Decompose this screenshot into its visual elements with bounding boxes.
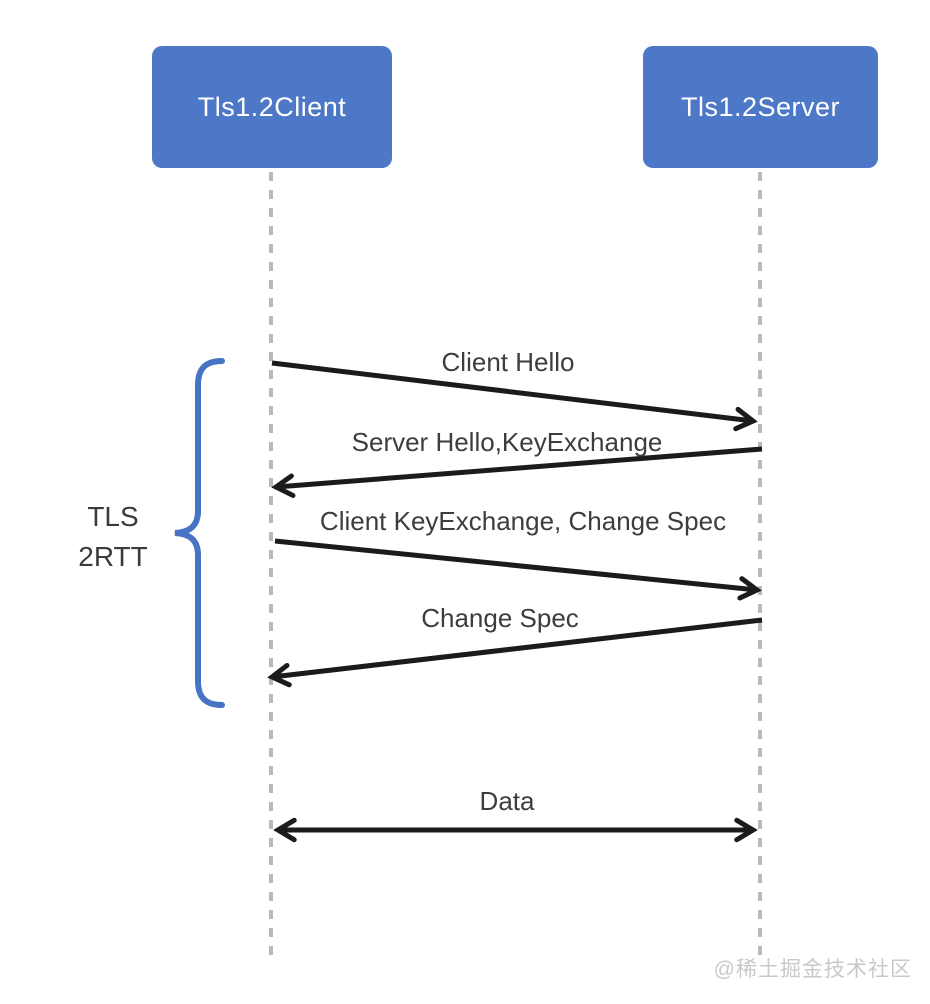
actor-box-server: Tls1.2Server xyxy=(643,46,878,168)
arrow-change-spec xyxy=(272,617,763,677)
message-label-server-hello-keyexchange: Server Hello,KeyExchange xyxy=(351,427,663,457)
message-label-change-spec: Change Spec xyxy=(421,603,579,633)
message-label-client-keyexchange-change-spec: Client KeyExchange, Change Spec xyxy=(319,506,727,536)
brace-annotation-tls-2rtt: TLS 2RTT xyxy=(58,497,168,577)
watermark-text: @稀土掘金技术社区 xyxy=(713,958,912,981)
brace-annotation-line2: 2RTT xyxy=(78,541,148,572)
arrow-client-keyexchange-change-spec xyxy=(274,538,757,590)
actor-box-client: Tls1.2Client xyxy=(152,46,392,168)
arrow-server-hello-keyexchange xyxy=(276,446,763,487)
actor-label-server: Tls1.2Server xyxy=(680,91,841,122)
actor-label-client: Tls1.2Client xyxy=(197,91,347,122)
arrow-client-hello xyxy=(271,360,753,421)
brace-annotation-line1: TLS xyxy=(87,501,139,532)
message-label-client-hello: Client Hello xyxy=(441,347,575,377)
brace-tls-2rtt xyxy=(174,358,225,708)
message-label-data: Data xyxy=(479,786,535,816)
